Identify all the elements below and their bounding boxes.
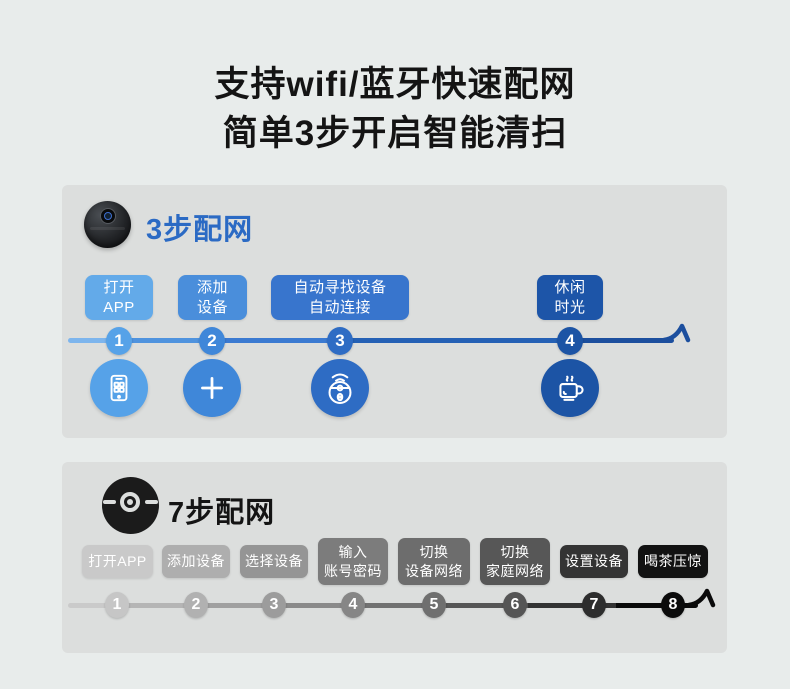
panel-heading: 3步配网 [146, 214, 254, 246]
timeline-arrow-icon [661, 323, 693, 358]
step-badge: 添加设备 [162, 545, 230, 578]
step-badge: 喝茶压惊 [638, 545, 708, 578]
step-badge: 切换家庭网络 [480, 538, 550, 585]
page-title-line2: 简单3步开启智能清扫 [222, 114, 568, 153]
step-badge: 选择设备 [240, 545, 308, 578]
step-number-node: 4 [341, 592, 365, 618]
phone-app-icon [90, 359, 148, 417]
timeline-blue [68, 338, 674, 343]
lidar-camera-icon [120, 492, 140, 512]
page-title-line1: 支持wifi/蓝牙快速配网 [214, 65, 576, 104]
plus-icon [183, 359, 241, 417]
step-number-node: 8 [661, 592, 685, 618]
step-badge: 休闲时光 [537, 275, 603, 320]
step-number-node: 3 [262, 592, 286, 618]
timeline-arrow-icon [686, 588, 718, 623]
step-number-node: 5 [422, 592, 446, 618]
robot-vacuum-photo [84, 201, 131, 248]
step-number-node: 1 [105, 592, 129, 618]
timeline-gray [68, 603, 698, 608]
step-number-node: 4 [557, 327, 583, 355]
step-badge: 切换设备网络 [398, 538, 470, 585]
robot-camera-lens [100, 208, 116, 224]
step-number-node: 2 [199, 327, 225, 355]
step-number-node: 1 [106, 327, 132, 355]
step-badge: 设置设备 [560, 545, 628, 578]
step-badge: 输入账号密码 [318, 538, 388, 585]
step-badge: 自动寻找设备自动连接 [271, 275, 409, 320]
page-title: 支持wifi/蓝牙快速配网 简单3步开启智能清扫 [0, 60, 790, 158]
step-number-node: 3 [327, 327, 353, 355]
panel-7-step: 7步配网 打开APP 添加设备 选择设备 输入账号密码 切换设备网络 切换家庭网… [62, 462, 727, 653]
panel-heading: 7步配网 [168, 497, 276, 529]
robot-lidar-icon [102, 477, 159, 534]
step-number-node: 2 [184, 592, 208, 618]
step-badge: 打开APP [82, 545, 153, 578]
step-number-node: 6 [503, 592, 527, 618]
step-badge: 添加设备 [178, 275, 247, 320]
step-number-node: 7 [582, 592, 606, 618]
robot-wifi-icon [311, 359, 369, 417]
coffee-cup-icon [541, 359, 599, 417]
